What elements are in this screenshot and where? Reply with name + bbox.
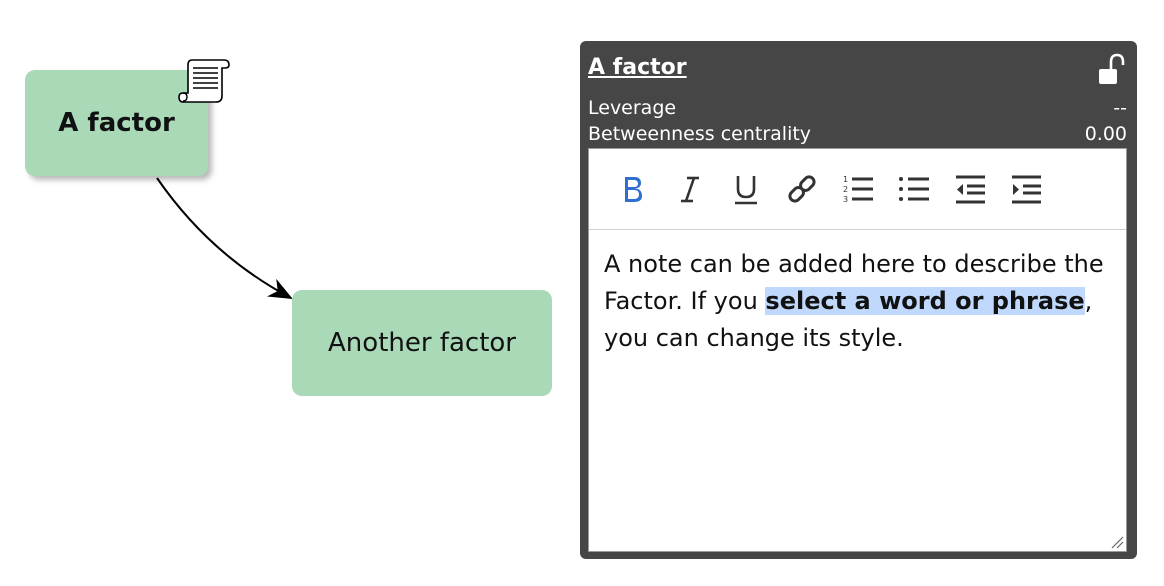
factor-node-another-label: Another factor <box>328 328 516 358</box>
edge-a-to-another[interactable] <box>156 177 293 299</box>
indent-button[interactable] <box>1008 171 1044 207</box>
bold-button[interactable] <box>615 171 651 207</box>
italic-button[interactable] <box>672 171 708 207</box>
scroll-note-icon[interactable] <box>178 56 230 106</box>
svg-text:1: 1 <box>843 175 848 184</box>
italic-icon <box>681 176 699 203</box>
factor-node-a[interactable]: A factor <box>25 70 208 176</box>
unlocked-padlock-icon[interactable] <box>1097 53 1125 89</box>
note-selected-text: select a word or phrase <box>765 287 1085 315</box>
link-button[interactable] <box>784 171 820 207</box>
bullet-list-icon <box>899 177 929 201</box>
stat-row-leverage: Leverage -- <box>588 97 1127 119</box>
ordered-list-icon: 1 2 3 <box>843 175 873 204</box>
indent-icon <box>1012 175 1041 204</box>
link-icon <box>788 175 816 203</box>
resize-grip-icon[interactable] <box>1110 535 1124 549</box>
stat-value-leverage: -- <box>1113 97 1127 119</box>
stat-label-betweenness: Betweenness centrality <box>588 123 812 145</box>
underline-icon <box>735 176 757 205</box>
editor-toolbar: 1 2 3 <box>589 149 1126 230</box>
note-editor[interactable]: 1 2 3 <box>588 148 1127 552</box>
stat-label-leverage: Leverage <box>588 97 677 119</box>
bullet-list-button[interactable] <box>896 171 932 207</box>
panel-title: A factor <box>588 55 687 80</box>
stat-row-betweenness: Betweenness centrality 0.00 <box>588 123 1127 145</box>
outdent-icon <box>956 175 985 204</box>
ordered-list-button[interactable]: 1 2 3 <box>840 171 876 207</box>
note-text-area[interactable]: A note can be added here to describe the… <box>589 230 1126 373</box>
factor-details-panel: A factor Leverage -- Betweenness central… <box>580 41 1137 559</box>
factor-node-a-label: A factor <box>58 108 175 138</box>
stat-value-betweenness: 0.00 <box>1084 123 1127 145</box>
svg-text:2: 2 <box>843 185 848 194</box>
underline-button[interactable] <box>728 171 764 207</box>
outdent-button[interactable] <box>952 171 988 207</box>
factor-node-another[interactable]: Another factor <box>292 290 552 396</box>
svg-text:3: 3 <box>843 195 848 204</box>
bold-icon <box>625 177 642 202</box>
note-text-after: , you can change its style. <box>604 287 1093 352</box>
note-text-before: A note can be added here to describe the… <box>604 250 1104 315</box>
